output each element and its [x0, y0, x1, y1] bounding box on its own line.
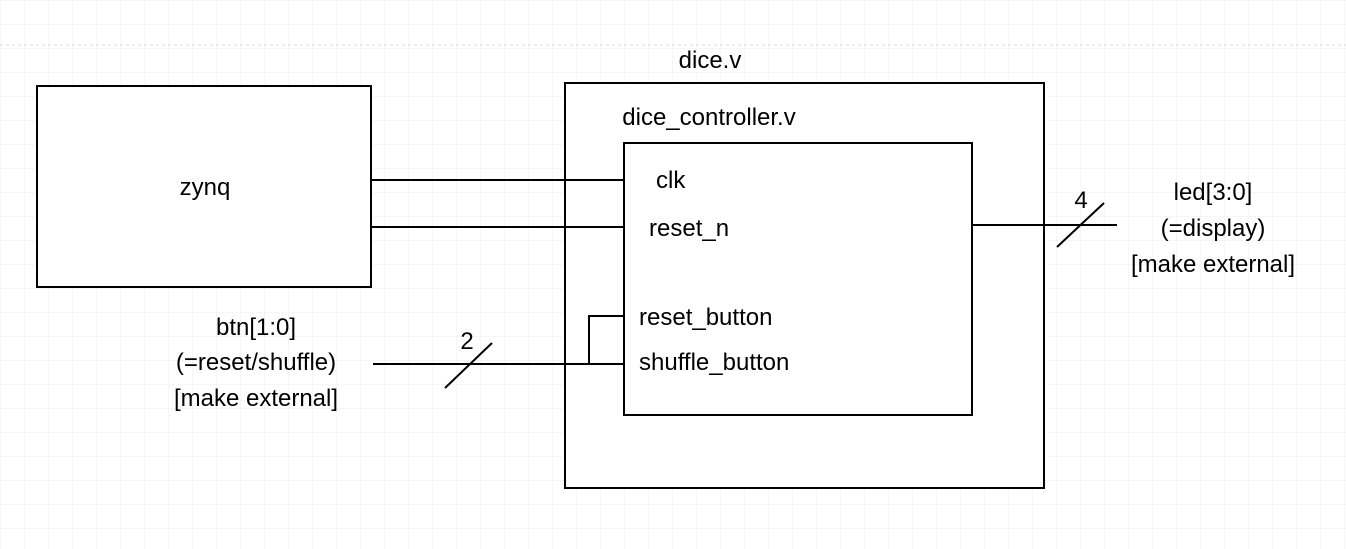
btn-action-label: [make external]: [174, 385, 338, 412]
reset-button-branch-wire[interactable]: [588, 315, 624, 364]
zynq-label: zynq: [180, 174, 231, 201]
led-note-label: (=display): [1161, 215, 1266, 242]
btn-name-label: btn[1:0]: [216, 314, 296, 341]
dice-controller-block[interactable]: [623, 142, 973, 416]
btn-bus-width-label: 2: [460, 328, 473, 355]
port-shuffle-button-label: shuffle_button: [639, 349, 789, 376]
zynq-block[interactable]: [36, 85, 372, 288]
btn-bus-slash: [444, 342, 493, 389]
led-bus-slash: [1056, 202, 1105, 248]
btn-note-label: (=reset/shuffle): [176, 349, 336, 376]
dice-controller-label: dice_controller.v: [622, 104, 795, 131]
led-bus-width-label: 4: [1074, 187, 1087, 214]
port-clk-label: clk: [656, 167, 686, 194]
led-name-label: led[3:0]: [1174, 179, 1253, 206]
dice-module-label: dice.v: [679, 47, 742, 74]
led-action-label: [make external]: [1131, 251, 1295, 278]
port-reset-button-label: reset_button: [639, 304, 772, 331]
port-reset-n-label: reset_n: [649, 215, 729, 242]
